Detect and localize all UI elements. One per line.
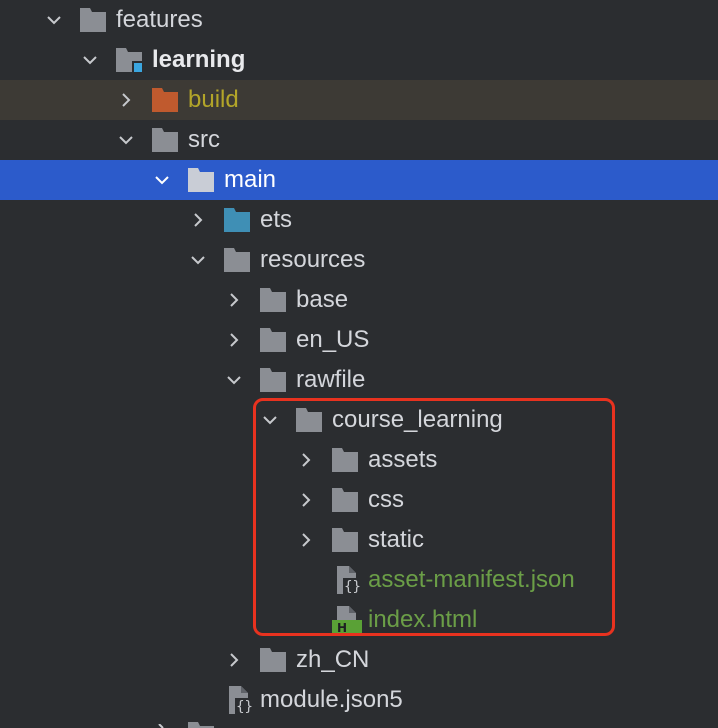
tree-label-main: main bbox=[224, 166, 277, 193]
folder-icon bbox=[332, 528, 358, 552]
tree-row-src[interactable]: src bbox=[0, 120, 718, 160]
tree-label-base: base bbox=[296, 286, 349, 313]
folder-icon bbox=[332, 448, 358, 472]
tree-label-rawfile: rawfile bbox=[296, 366, 366, 393]
tree-row-partial bbox=[0, 720, 718, 728]
tree-label-learning: learning bbox=[152, 46, 246, 73]
chevron-down-icon[interactable] bbox=[118, 132, 134, 148]
json-file-icon: {} bbox=[337, 566, 362, 594]
folder-icon bbox=[260, 368, 286, 392]
tree-row-ets[interactable]: ets bbox=[0, 200, 718, 240]
tree-label-asset-manifest: asset-manifest.json bbox=[368, 566, 575, 593]
tree-row-en-us[interactable]: en_US bbox=[0, 320, 718, 360]
folder-icon bbox=[332, 488, 358, 512]
tree-label-features: features bbox=[116, 6, 203, 33]
folder-icon bbox=[260, 648, 286, 672]
svg-text:{}: {} bbox=[344, 579, 361, 594]
folder-icon bbox=[152, 88, 178, 112]
tree-row-course-learning[interactable]: course_learning bbox=[0, 400, 718, 440]
tree-label-module-json5: module.json5 bbox=[260, 686, 403, 713]
chevron-right-icon[interactable] bbox=[226, 292, 242, 308]
tree-row-static[interactable]: static bbox=[0, 520, 718, 560]
svg-text:{}: {} bbox=[236, 699, 253, 714]
chevron-right-icon[interactable] bbox=[118, 92, 134, 108]
tree-row-base[interactable]: base bbox=[0, 280, 718, 320]
tree-label-course-learning: course_learning bbox=[332, 406, 503, 433]
folder-icon bbox=[152, 128, 178, 152]
tree-label-src: src bbox=[188, 126, 220, 153]
tree-row-features[interactable]: features bbox=[0, 0, 718, 40]
folder-icon bbox=[224, 208, 250, 232]
tree-label-build: build bbox=[188, 86, 239, 113]
tree-row-module-json5[interactable]: {} module.json5 bbox=[0, 680, 718, 720]
chevron-right-icon[interactable] bbox=[190, 212, 206, 228]
tree-row-index-html[interactable]: H index.html bbox=[0, 600, 718, 640]
json-file-icon: {} bbox=[229, 686, 254, 714]
chevron-down-icon[interactable] bbox=[82, 52, 98, 68]
chevron-down-icon[interactable] bbox=[46, 12, 62, 28]
module-folder-icon bbox=[116, 48, 142, 72]
folder-icon bbox=[260, 328, 286, 352]
tree-label-assets: assets bbox=[368, 446, 438, 473]
tree-row-css[interactable]: css bbox=[0, 480, 718, 520]
tree-label-ets: ets bbox=[260, 206, 293, 233]
tree-label-zh-cn: zh_CN bbox=[296, 646, 370, 673]
chevron-right-icon[interactable] bbox=[298, 452, 314, 468]
tree-row-resources[interactable]: resources bbox=[0, 240, 718, 280]
tree-row-rawfile[interactable]: rawfile bbox=[0, 360, 718, 400]
tree-row-main[interactable]: main bbox=[0, 160, 718, 200]
tree-row-zh-cn[interactable]: zh_CN bbox=[0, 640, 718, 680]
html-file-icon: H bbox=[332, 606, 362, 634]
chevron-down-icon[interactable] bbox=[190, 252, 206, 268]
folder-icon bbox=[260, 288, 286, 312]
tree-row-learning[interactable]: learning bbox=[0, 40, 718, 80]
chevron-down-icon[interactable] bbox=[226, 372, 242, 388]
chevron-right-icon[interactable] bbox=[226, 652, 242, 668]
tree-row-build[interactable]: build bbox=[0, 80, 718, 120]
tree-label-index-html: index.html bbox=[368, 606, 478, 633]
tree-label-resources: resources bbox=[260, 246, 366, 273]
folder-icon bbox=[188, 168, 214, 192]
tree-label-en-us: en_US bbox=[296, 326, 370, 353]
tree-label-static: static bbox=[368, 526, 425, 553]
chevron-down-icon[interactable] bbox=[154, 172, 170, 188]
chevron-right-icon[interactable] bbox=[298, 492, 314, 508]
chevron-right-icon[interactable] bbox=[226, 332, 242, 348]
svg-text:H: H bbox=[337, 621, 347, 634]
tree-row-assets[interactable]: assets bbox=[0, 440, 718, 480]
folder-icon bbox=[188, 722, 214, 728]
folder-icon bbox=[296, 408, 322, 432]
folder-icon bbox=[224, 248, 250, 272]
folder-icon bbox=[80, 8, 106, 32]
tree-row-asset-manifest[interactable]: {} asset-manifest.json bbox=[0, 560, 718, 600]
chevron-right-icon[interactable] bbox=[298, 532, 314, 548]
chevron-right-icon bbox=[158, 724, 164, 728]
chevron-down-icon[interactable] bbox=[262, 412, 278, 428]
tree-label-css: css bbox=[368, 486, 404, 513]
